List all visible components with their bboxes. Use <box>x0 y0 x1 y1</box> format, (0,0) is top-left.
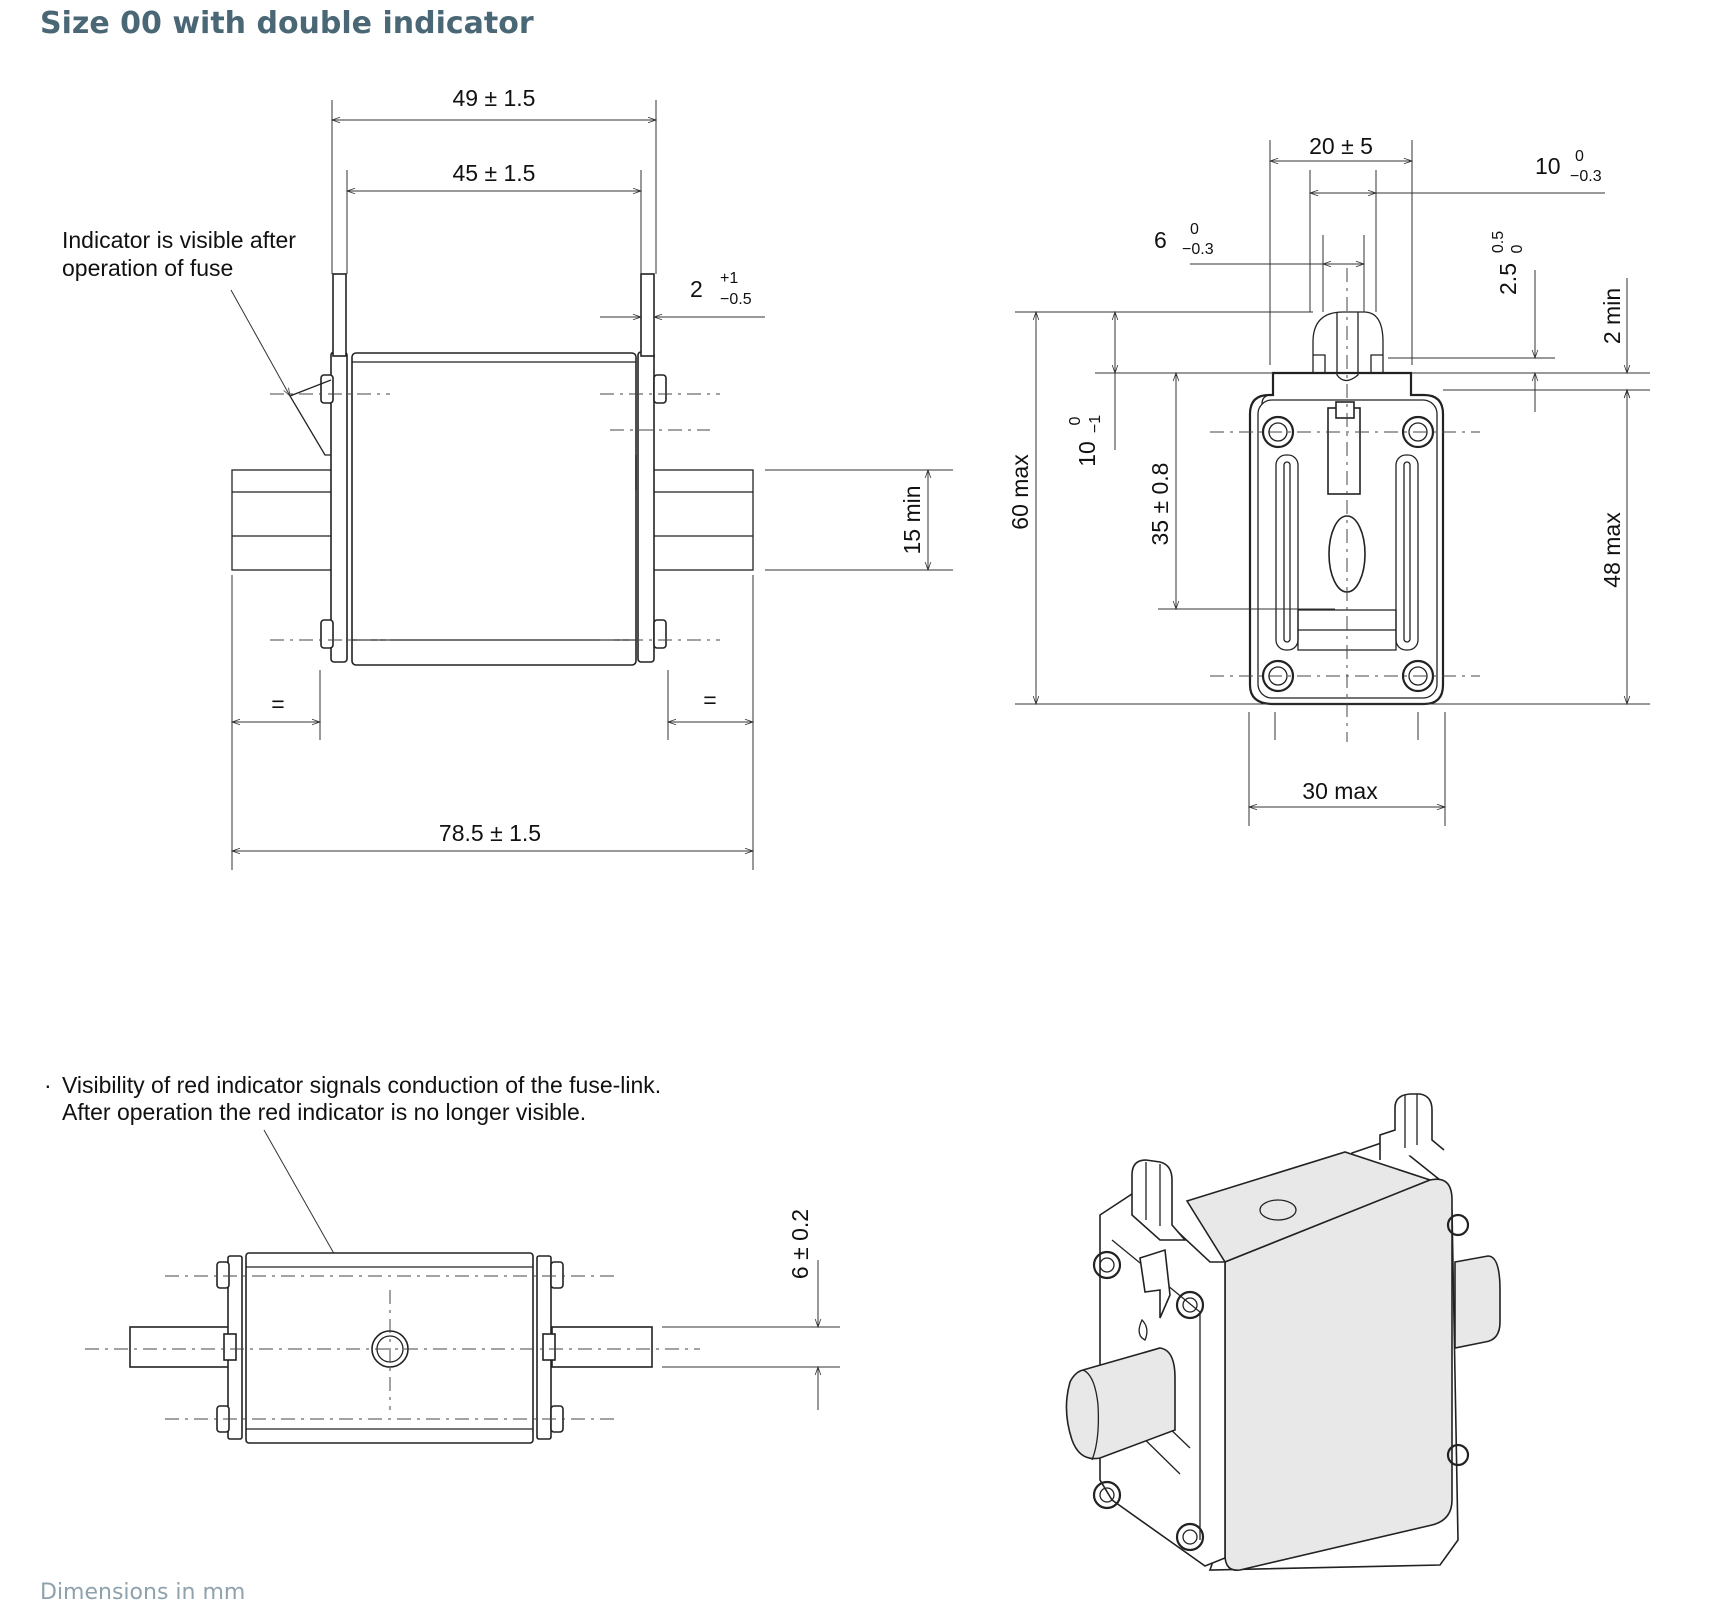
left-blade <box>231 469 335 571</box>
footnote: Dimensions in mm <box>40 1580 246 1605</box>
dim-min-clearance: 2 min <box>1599 288 1625 344</box>
fuse-body <box>351 352 637 666</box>
indicator-note-line1: Indicator is visible after <box>62 227 296 253</box>
dim-body-height: 48 max <box>1599 512 1625 588</box>
dim-slot-upper: 0 <box>1575 148 1584 165</box>
red-indicator-note-line1: Visibility of red indicator signals cond… <box>62 1072 661 1098</box>
dim-step-lower: 0 <box>1509 244 1526 253</box>
iso-front-blade <box>1065 1347 1176 1460</box>
top-view: · Visibility of red indicator signals co… <box>44 1072 840 1444</box>
isometric-view <box>1065 1093 1501 1572</box>
dim-tag-width: 6 <box>1154 227 1167 253</box>
dim-width: 30 max <box>1302 778 1378 804</box>
dim-tag-thickness: 2 <box>690 276 703 302</box>
dim-tag-height-upper: 0 <box>1067 416 1084 425</box>
front-view: 49 ± 1.5 45 ± 1.5 Indicator is visible a… <box>62 85 953 870</box>
dim-indicator-height: 35 ± 0.8 <box>1147 463 1173 546</box>
dim-tag-thickness-lower: −0.5 <box>720 291 752 308</box>
dim-slot-lower: −0.3 <box>1570 168 1602 185</box>
equal-right: = <box>703 687 716 713</box>
iso-body-front <box>1224 1178 1453 1572</box>
note-bullet: · <box>44 1072 52 1098</box>
dim-inner-contacts: 45 ± 1.5 <box>453 160 536 186</box>
dim-tag-width-lower: −0.3 <box>1182 241 1214 258</box>
dim-tag-spacing: 20 ± 5 <box>1309 133 1373 159</box>
equal-left: = <box>271 691 284 717</box>
dim-tag-height: 10 <box>1074 441 1100 467</box>
red-indicator-note-line2: After operation the red indicator is no … <box>62 1099 586 1125</box>
dim-overall-height: 60 max <box>1007 454 1033 530</box>
dim-overall-length: 78.5 ± 1.5 <box>439 820 541 846</box>
dim-overall-contacts: 49 ± 1.5 <box>453 85 536 111</box>
dim-blade-thickness: 6 ± 0.2 <box>787 1209 813 1279</box>
dim-step: 2.5 <box>1495 263 1521 295</box>
dim-tag-thickness-upper: +1 <box>720 270 738 287</box>
dim-step-upper: 0.5 <box>1490 231 1507 253</box>
dim-blade-height: 15 min <box>899 485 925 554</box>
dim-slot: 10 <box>1535 153 1561 179</box>
side-view: 20 ± 5 10 0 −0.3 6 0 −0.3 2.5 0.5 0 2 mi… <box>1007 133 1650 826</box>
indicator-note-line2: operation of fuse <box>62 255 233 281</box>
dim-tag-width-upper: 0 <box>1190 221 1199 238</box>
dim-tag-height-lower: −1 <box>1087 415 1104 433</box>
page-title: Size 00 with double indicator <box>40 6 534 41</box>
iso-screws <box>1092 1213 1470 1552</box>
right-blade <box>652 469 754 571</box>
